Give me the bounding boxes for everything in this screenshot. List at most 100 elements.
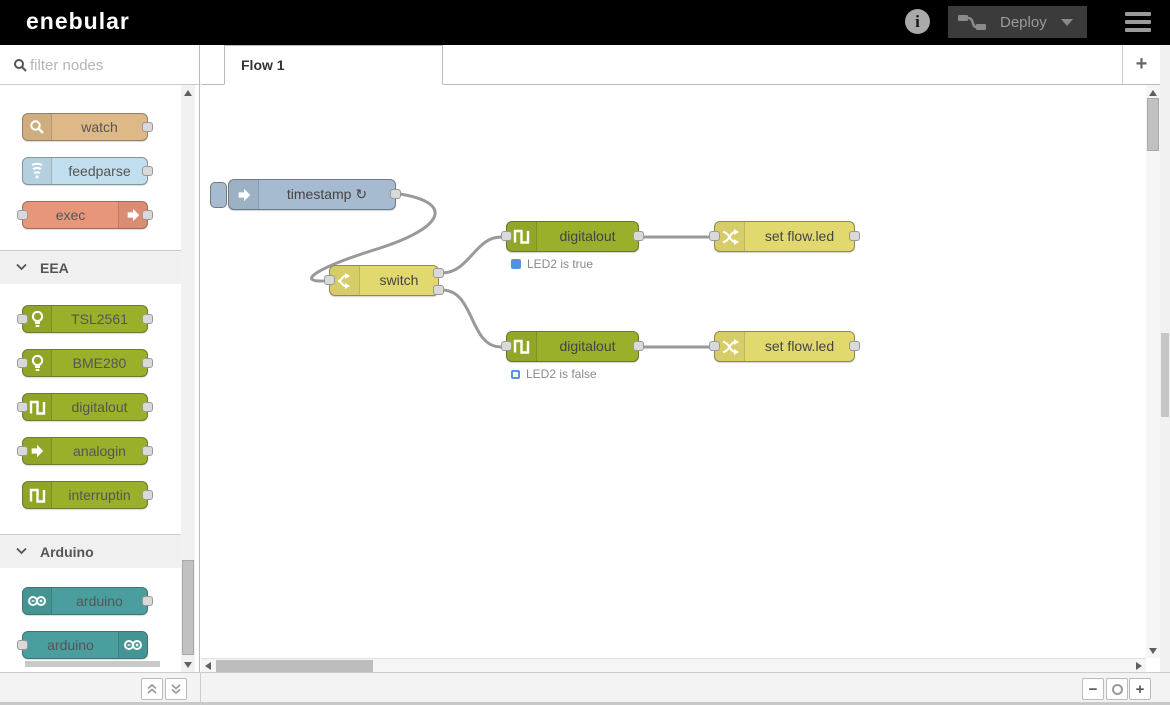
output-port[interactable]: [142, 490, 153, 500]
input-port[interactable]: [324, 275, 335, 285]
output-port[interactable]: [849, 231, 860, 241]
palette-category-arduino[interactable]: Arduino: [0, 534, 181, 568]
palette-node-label: TSL2561: [71, 311, 128, 327]
chevron-down-icon: [16, 547, 27, 555]
input-port[interactable]: [17, 358, 28, 368]
palette-expand-all-button[interactable]: [165, 678, 187, 700]
page-scrollbar-thumb[interactable]: [1161, 333, 1169, 417]
palette-node-bme280[interactable]: BME280: [17, 349, 153, 377]
input-port[interactable]: [17, 402, 28, 412]
app-header: enebular i Deploy: [0, 0, 1170, 45]
palette-scrollbar[interactable]: [181, 85, 195, 672]
inject-arrow-icon: [229, 180, 259, 209]
palette-node-digitalout[interactable]: digitalout: [17, 393, 153, 421]
palette-node-exec[interactable]: exec: [17, 201, 153, 229]
status-text: LED2 is true: [527, 257, 594, 271]
page-scrollbar[interactable]: [1160, 45, 1170, 705]
status-dot-ring: [511, 369, 520, 379]
scroll-right-icon[interactable]: [1136, 662, 1142, 670]
zoom-reset-button[interactable]: [1106, 678, 1128, 700]
output-port[interactable]: [390, 189, 401, 199]
palette-node-analogin[interactable]: analogin: [17, 437, 153, 465]
palette-node-arduino-in[interactable]: arduino: [22, 587, 153, 615]
chevron-down-icon: [16, 263, 27, 271]
scroll-down-icon[interactable]: [184, 662, 192, 668]
tab-flow-1[interactable]: Flow 1: [224, 45, 443, 85]
flow-wires: [310, 192, 710, 349]
deploy-node-icon: [958, 15, 986, 30]
enebular-logo: enebular: [26, 8, 130, 34]
canvas-horizontal-scrollbar[interactable]: [201, 658, 1146, 672]
deploy-caret-icon[interactable]: [1060, 18, 1073, 26]
node-status-led2-false: LED2 is false: [511, 367, 597, 381]
output-port[interactable]: [142, 596, 153, 606]
category-label: Arduino: [40, 544, 94, 560]
info-icon[interactable]: i: [905, 9, 930, 34]
output-port-1[interactable]: [433, 268, 444, 278]
node-timestamp-inject[interactable]: timestamp ↻: [210, 179, 401, 210]
node-set-flow-led-true[interactable]: set flow.led: [709, 221, 860, 252]
deploy-label: Deploy: [1000, 13, 1047, 31]
palette-scrollbar-thumb[interactable]: [182, 560, 194, 655]
hamburger-menu-icon[interactable]: [1125, 12, 1151, 32]
scroll-left-icon[interactable]: [205, 662, 211, 670]
palette-category-eea[interactable]: EEA: [0, 250, 181, 284]
workspace-tabbar: Flow 1 +: [201, 45, 1160, 85]
palette-node-tsl2561[interactable]: TSL2561: [17, 305, 153, 333]
scroll-up-icon[interactable]: [1149, 90, 1157, 96]
double-chevron-down-icon: [171, 684, 181, 695]
palette-node-arduino-out[interactable]: arduino: [17, 631, 148, 659]
output-port[interactable]: [633, 231, 644, 241]
palette-node-watch[interactable]: watch: [22, 113, 153, 141]
canvas-vscroll-thumb[interactable]: [1147, 98, 1159, 151]
input-port[interactable]: [501, 341, 512, 351]
flow-canvas[interactable]: timestamp ↻ switch digitalout LED2 is tr…: [201, 85, 1145, 658]
inject-button[interactable]: [210, 182, 227, 208]
input-port[interactable]: [17, 446, 28, 456]
plus-icon: +: [1135, 680, 1145, 698]
node-label: set flow.led: [764, 228, 835, 244]
output-port[interactable]: [142, 402, 153, 412]
node-set-flow-led-false[interactable]: set flow.led: [709, 331, 860, 362]
square-wave-icon: [23, 482, 52, 508]
palette-node-label: arduino: [47, 637, 94, 653]
deploy-button[interactable]: Deploy: [948, 6, 1087, 38]
double-chevron-up-icon: [147, 683, 157, 694]
output-port[interactable]: [142, 446, 153, 456]
input-port[interactable]: [709, 231, 720, 241]
output-port[interactable]: [142, 314, 153, 324]
output-port[interactable]: [849, 341, 860, 351]
output-port[interactable]: [142, 358, 153, 368]
search-input[interactable]: [30, 50, 190, 80]
output-port[interactable]: [633, 341, 644, 351]
node-label: digitalout: [559, 228, 616, 244]
palette-node-label: digitalout: [71, 399, 128, 415]
output-port-2[interactable]: [433, 285, 444, 295]
palette-node-feedparse[interactable]: feedparse: [22, 157, 153, 185]
wire-switch-digitalout-false: [440, 288, 503, 349]
node-digitalout-true[interactable]: digitalout: [501, 221, 644, 252]
palette-horizontal-scrollbar-thumb[interactable]: [25, 661, 160, 667]
scroll-down-icon[interactable]: [1149, 648, 1157, 654]
rss-feed-icon: [23, 158, 52, 184]
palette-node-interruptin[interactable]: interruptin: [22, 481, 153, 509]
add-flow-button[interactable]: +: [1122, 45, 1160, 84]
scroll-up-icon[interactable]: [184, 90, 192, 96]
input-port[interactable]: [17, 640, 28, 650]
input-port[interactable]: [17, 210, 28, 220]
node-switch[interactable]: switch: [324, 265, 444, 296]
node-digitalout-false[interactable]: digitalout: [501, 331, 644, 362]
canvas-vertical-scrollbar[interactable]: [1146, 85, 1160, 658]
palette-collapse-all-button[interactable]: [141, 678, 163, 700]
zoom-out-button[interactable]: −: [1082, 678, 1104, 700]
output-port[interactable]: [142, 122, 153, 132]
output-port[interactable]: [142, 210, 153, 220]
input-port[interactable]: [709, 341, 720, 351]
input-port[interactable]: [501, 231, 512, 241]
input-port[interactable]: [17, 314, 28, 324]
palette-search: [0, 45, 199, 85]
zoom-in-button[interactable]: +: [1129, 678, 1151, 700]
output-port[interactable]: [142, 166, 153, 176]
switch-fork-icon: [330, 266, 360, 295]
canvas-hscroll-thumb[interactable]: [216, 660, 373, 672]
